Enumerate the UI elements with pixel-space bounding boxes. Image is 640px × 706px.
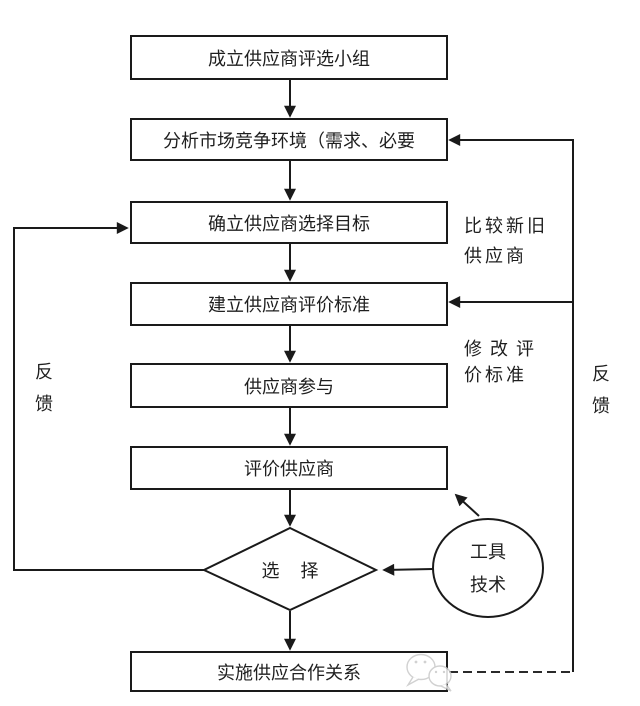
process-box-label: 成立供应商评选小组 — [208, 49, 370, 69]
process-box-analyze-market: 分析市场竞争环境（需求、必要 — [130, 118, 448, 161]
process-box-rect — [130, 201, 448, 244]
annotation-compare-suppliers: 比较新旧 供应商 — [464, 216, 548, 266]
process-box-set-selection-goals: 确立供应商选择目标 — [130, 201, 448, 244]
process-box-implement-cooperation: 实施供应合作关系 — [130, 651, 448, 692]
feedback-char: 反 — [592, 364, 610, 384]
feedback-char: 反 — [35, 362, 53, 382]
process-box-supplier-participation: 供应商参与 — [130, 363, 448, 408]
label-right-feedback: 反 馈 — [592, 364, 610, 416]
decision-diamond-selection: 选 择 — [201, 526, 379, 612]
annotation-line: 供应商 — [464, 246, 527, 266]
process-box-label: 分析市场竞争环境（需求、必要 — [163, 131, 415, 151]
tools-circle-label-line2: 技术 — [470, 575, 506, 595]
process-box-rect — [130, 446, 448, 490]
annotation-line: 价标准 — [464, 365, 527, 385]
process-box-rect — [130, 118, 448, 161]
process-box-label: 确立供应商选择目标 — [208, 214, 370, 234]
label-left-feedback: 反 馈 — [35, 362, 53, 414]
tools-technique-circle: 工具 技术 — [432, 518, 544, 618]
right-feedback-line — [448, 134, 574, 672]
wechat-watermark-icon — [405, 653, 452, 692]
annotation-modify-criteria: 修改评 价标准 — [464, 339, 542, 385]
tools-circle-label-line1: 工具 — [470, 542, 506, 562]
annotation-line: 比较新旧 — [464, 216, 548, 236]
process-box-label: 评价供应商 — [244, 459, 334, 479]
process-box-rect — [130, 282, 448, 326]
annotation-line: 修改评 — [464, 339, 542, 359]
feedback-char: 馈 — [35, 394, 53, 414]
process-box-rect — [130, 651, 448, 692]
arrow-circle-to-diamond — [382, 563, 434, 576]
decision-diamond-shape — [201, 526, 379, 612]
process-box-label: 实施供应合作关系 — [217, 663, 361, 683]
process-box-evaluate-suppliers: 评价供应商 — [130, 446, 448, 490]
left-feedback-line — [13, 222, 204, 571]
feedback-char: 馈 — [592, 396, 610, 416]
process-box-rect — [130, 363, 448, 408]
process-box-rect — [130, 35, 448, 80]
tools-circle-shape — [432, 518, 544, 618]
process-box-establish-team: 成立供应商评选小组 — [130, 35, 448, 80]
process-box-label: 建立供应商评价标准 — [208, 295, 370, 315]
decision-diamond-label: 选 择 — [261, 561, 326, 581]
arrow-circle-to-box6 — [454, 493, 480, 517]
process-box-label: 供应商参与 — [244, 377, 334, 397]
process-box-build-evaluation-criteria: 建立供应商评价标准 — [130, 282, 448, 326]
